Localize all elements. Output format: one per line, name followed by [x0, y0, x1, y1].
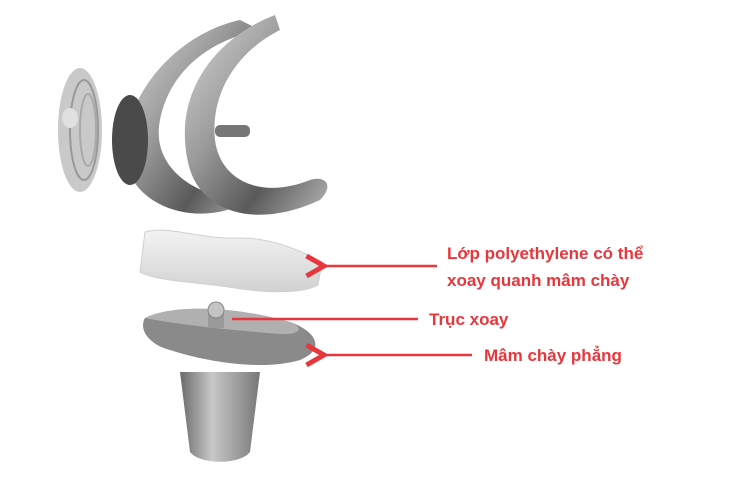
- polyethylene-insert: [139, 229, 323, 293]
- tibial-plate: [142, 301, 316, 462]
- pivot-post: [207, 301, 225, 328]
- label-polyethylene-line1: Lớp polyethylene có thể: [447, 244, 644, 263]
- patella-component: [58, 68, 102, 192]
- femoral-component: [112, 15, 328, 215]
- label-polyethylene: Lớp polyethylene có thể xoay quanh mâm c…: [447, 240, 643, 294]
- label-pivot: Trục xoay: [429, 310, 509, 329]
- label-tibial-plate: Mâm chày phẳng: [484, 346, 622, 365]
- label-polyethylene-line2: xoay quanh mâm chày: [447, 271, 630, 290]
